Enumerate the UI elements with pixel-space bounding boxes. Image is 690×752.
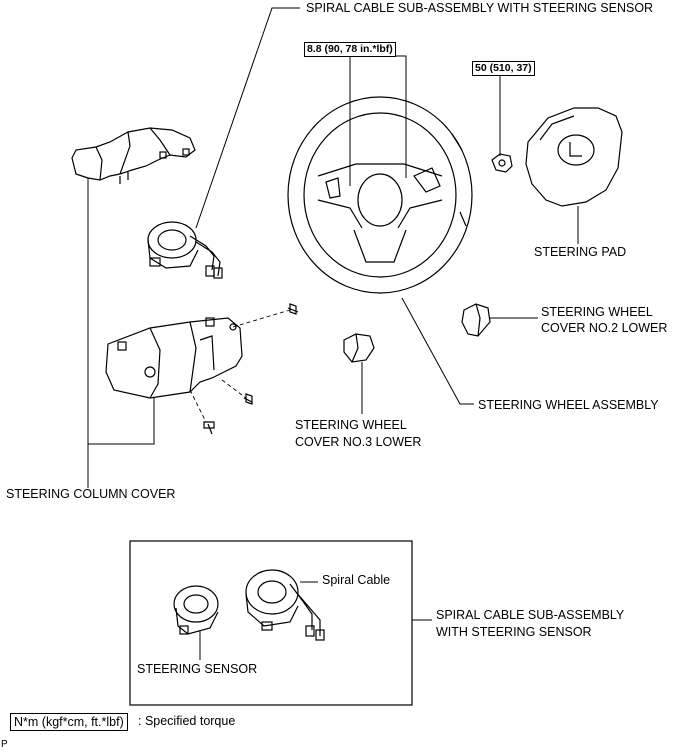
inset-steering-sensor [173, 585, 219, 635]
label-spiral-cable: Spiral Cable [322, 573, 391, 587]
torque-wheel-nut: 8.8 (90, 78 in.*lbf) [304, 42, 396, 57]
label-cover-no2-line1: STEERING WHEEL [541, 305, 653, 319]
label-cover-no2-line2: COVER NO.2 LOWER [541, 321, 668, 335]
label-column-cover: STEERING COLUMN COVER [6, 487, 176, 501]
label-cover-no3-line2: COVER NO.3 LOWER [295, 435, 422, 449]
label-cover-no3-line1: STEERING WHEEL [295, 418, 407, 432]
label-steering-pad: STEERING PAD [534, 245, 627, 259]
leader-wheel-assembly [401, 297, 474, 405]
legend-description: : Specified torque [138, 714, 236, 728]
screws [203, 303, 299, 435]
lower-column-cover [105, 317, 243, 399]
corner-mark: P [1, 739, 8, 750]
leader-wheel-torque [349, 55, 407, 186]
legend-unit-box: N*m (kgf*cm, ft.*lbf) [10, 713, 128, 731]
leader-column-cover [87, 178, 155, 488]
label-steering-sensor: STEERING SENSOR [137, 662, 258, 676]
steering-wheel [287, 96, 473, 294]
inset-spiral-cable [245, 569, 325, 641]
cover-no3-lower [343, 333, 375, 363]
label-spiral-sub-line1: SPIRAL CABLE SUB-ASSEMBLY [436, 608, 625, 622]
cover-no2-lower [461, 303, 491, 337]
upper-column-cover [71, 127, 196, 184]
spiral-cable-upper [147, 221, 223, 279]
label-spiral-cable-top: SPIRAL CABLE SUB-ASSEMBLY WITH STEERING … [306, 1, 654, 15]
nut [491, 153, 513, 173]
torque-pad-nut: 50 (510, 37) [472, 61, 535, 76]
label-spiral-sub-line2: WITH STEERING SENSOR [436, 625, 592, 639]
leader-spiral-top [195, 7, 300, 229]
steering-pad [525, 107, 623, 207]
label-wheel-assembly: STEERING WHEEL ASSEMBLY [478, 398, 659, 412]
inset-frame [129, 540, 413, 706]
